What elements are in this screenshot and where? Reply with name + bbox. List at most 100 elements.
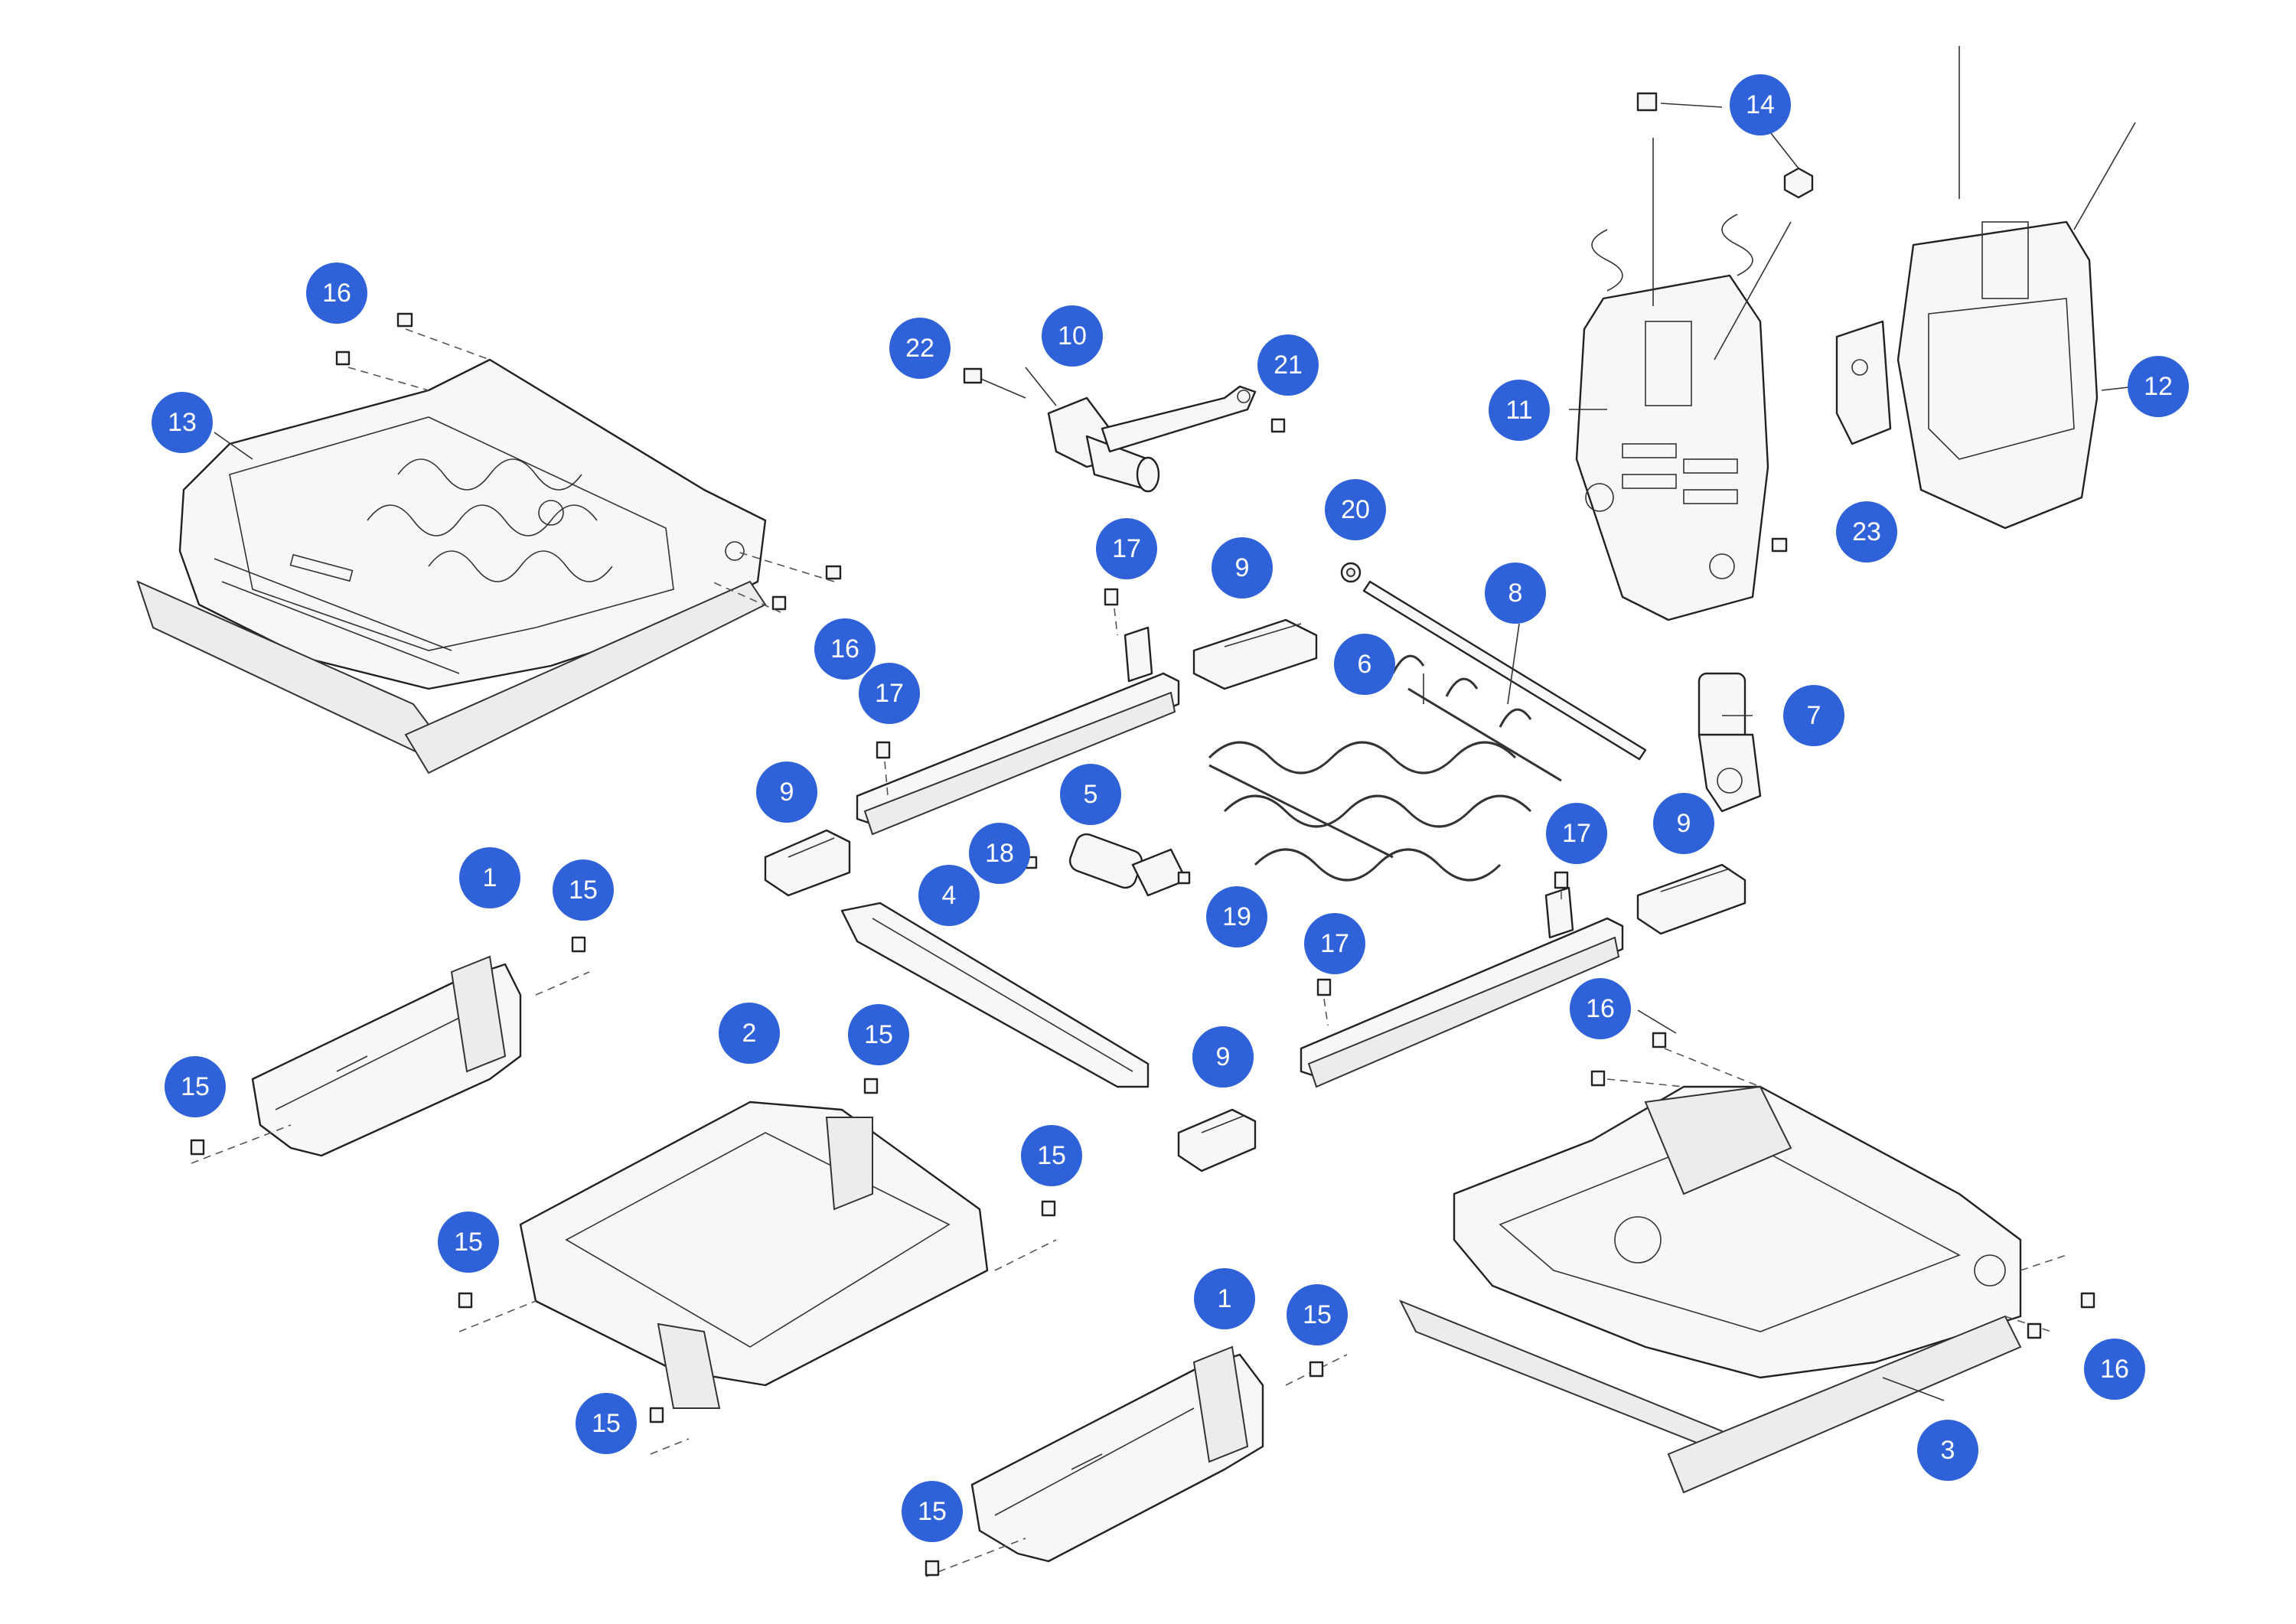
part-seat-track-lower: [1300, 871, 1624, 1088]
svg-text:16: 16: [830, 634, 859, 664]
part-link-bar-4: [840, 902, 1150, 1088]
callout-18: 18: [969, 823, 1030, 884]
callout-3: 3: [1917, 1420, 1978, 1481]
part-guide-block-9d: [1177, 1108, 1257, 1172]
callout-22: 22: [889, 318, 951, 379]
callout-23: 23: [1836, 501, 1897, 563]
svg-text:15: 15: [1303, 1300, 1332, 1329]
svg-text:3: 3: [1941, 1436, 1955, 1465]
callout-17-right: 17: [1546, 803, 1607, 864]
callout-15-f: 15: [576, 1393, 637, 1454]
callout-15-c: 15: [848, 1004, 909, 1065]
svg-text:1: 1: [1218, 1284, 1232, 1313]
svg-text:16: 16: [322, 279, 351, 308]
svg-text:4: 4: [942, 881, 957, 910]
callout-15-a: 15: [553, 859, 614, 921]
svg-text:18: 18: [985, 839, 1014, 868]
part-seat-track-upper: [856, 588, 1180, 836]
svg-text:23: 23: [1852, 517, 1881, 546]
svg-text:16: 16: [1586, 994, 1615, 1023]
callout-7: 7: [1783, 685, 1844, 746]
callout-12: 12: [2128, 356, 2189, 417]
svg-text:20: 20: [1341, 495, 1370, 524]
svg-text:19: 19: [1222, 902, 1251, 931]
part-recliner-actuator: [963, 367, 1257, 493]
callout-9-lower: 9: [1192, 1026, 1254, 1088]
svg-text:6: 6: [1358, 650, 1372, 679]
svg-text:22: 22: [905, 334, 934, 363]
svg-text:15: 15: [864, 1020, 893, 1049]
svg-text:15: 15: [569, 876, 598, 905]
callout-15-d: 15: [1021, 1125, 1082, 1186]
callout-15-h: 15: [902, 1481, 963, 1542]
svg-text:13: 13: [168, 408, 197, 437]
callout-10: 10: [1042, 305, 1103, 367]
svg-text:9: 9: [1216, 1042, 1231, 1071]
part-seat-back-frame-motor: [1835, 46, 2136, 530]
callout-9-top: 9: [1212, 537, 1273, 598]
svg-text:17: 17: [1562, 819, 1591, 848]
fastener-set: [190, 312, 2095, 1577]
part-base-frame-2: [458, 1101, 1057, 1455]
callout-2: 2: [719, 1003, 780, 1064]
svg-text:7: 7: [1807, 701, 1821, 730]
part-guide-block-9b: [764, 829, 851, 897]
callout-14: 14: [1730, 74, 1791, 135]
svg-text:11: 11: [1505, 396, 1532, 425]
callout-1-top: 1: [459, 847, 520, 908]
callout-5: 5: [1060, 764, 1121, 825]
svg-text:1: 1: [483, 863, 497, 892]
svg-text:15: 15: [918, 1497, 947, 1526]
part-torsion-rod-8: [1362, 580, 1647, 761]
callout-16-center-right: 16: [1570, 978, 1631, 1039]
part-washer-20: [1340, 562, 1362, 583]
svg-text:17: 17: [1112, 534, 1141, 563]
svg-text:15: 15: [454, 1228, 483, 1257]
callout-16-bottom-right: 16: [2084, 1339, 2145, 1400]
callout-19: 19: [1206, 886, 1267, 947]
callout-1-bottom: 1: [1194, 1268, 1255, 1329]
part-screw-21: [1270, 418, 1286, 433]
part-seat-spring-mat: [1208, 654, 1562, 882]
part-screw-23: [1771, 537, 1788, 553]
part-seat-back-panel: [1575, 138, 1792, 621]
svg-text:16: 16: [2100, 1355, 2129, 1384]
svg-text:9: 9: [780, 778, 794, 807]
callout-21: 21: [1257, 334, 1319, 396]
part-seat-cushion-frame-right: [1398, 1085, 2067, 1494]
part-seat-cushion-frame-left: [136, 358, 767, 774]
svg-text:5: 5: [1084, 780, 1098, 809]
svg-text:21: 21: [1274, 351, 1303, 380]
callout-15-e: 15: [438, 1211, 499, 1273]
leader-lines: [214, 103, 2136, 1401]
callout-20: 20: [1325, 479, 1386, 540]
part-height-motor-5: [1024, 833, 1191, 897]
callout-16-center-left: 16: [814, 618, 876, 680]
svg-text:15: 15: [181, 1072, 210, 1101]
svg-text:15: 15: [592, 1409, 621, 1438]
callout-9-right: 9: [1653, 793, 1714, 854]
callout-11: 11: [1489, 380, 1550, 441]
callout-17-lower: 17: [1304, 913, 1365, 974]
svg-text:14: 14: [1746, 90, 1775, 119]
callout-4: 4: [918, 865, 980, 926]
svg-text:10: 10: [1058, 321, 1087, 351]
svg-text:9: 9: [1235, 553, 1250, 582]
callout-15-b: 15: [165, 1056, 226, 1117]
svg-text:17: 17: [875, 679, 904, 708]
svg-text:17: 17: [1320, 929, 1349, 958]
callout-15-g: 15: [1287, 1284, 1348, 1345]
callout-8: 8: [1485, 563, 1546, 624]
svg-text:15: 15: [1037, 1141, 1066, 1170]
svg-text:9: 9: [1677, 809, 1691, 838]
svg-text:2: 2: [742, 1019, 757, 1048]
part-cross-bracket-1b: [925, 1345, 1348, 1577]
svg-text:12: 12: [2144, 372, 2173, 401]
callout-17-upper: 17: [1096, 518, 1157, 579]
callout-17-left: 17: [859, 663, 920, 724]
part-guide-block-9a: [1192, 618, 1318, 690]
callout-9-left: 9: [756, 761, 817, 823]
part-guide-block-9c: [1636, 863, 1746, 935]
